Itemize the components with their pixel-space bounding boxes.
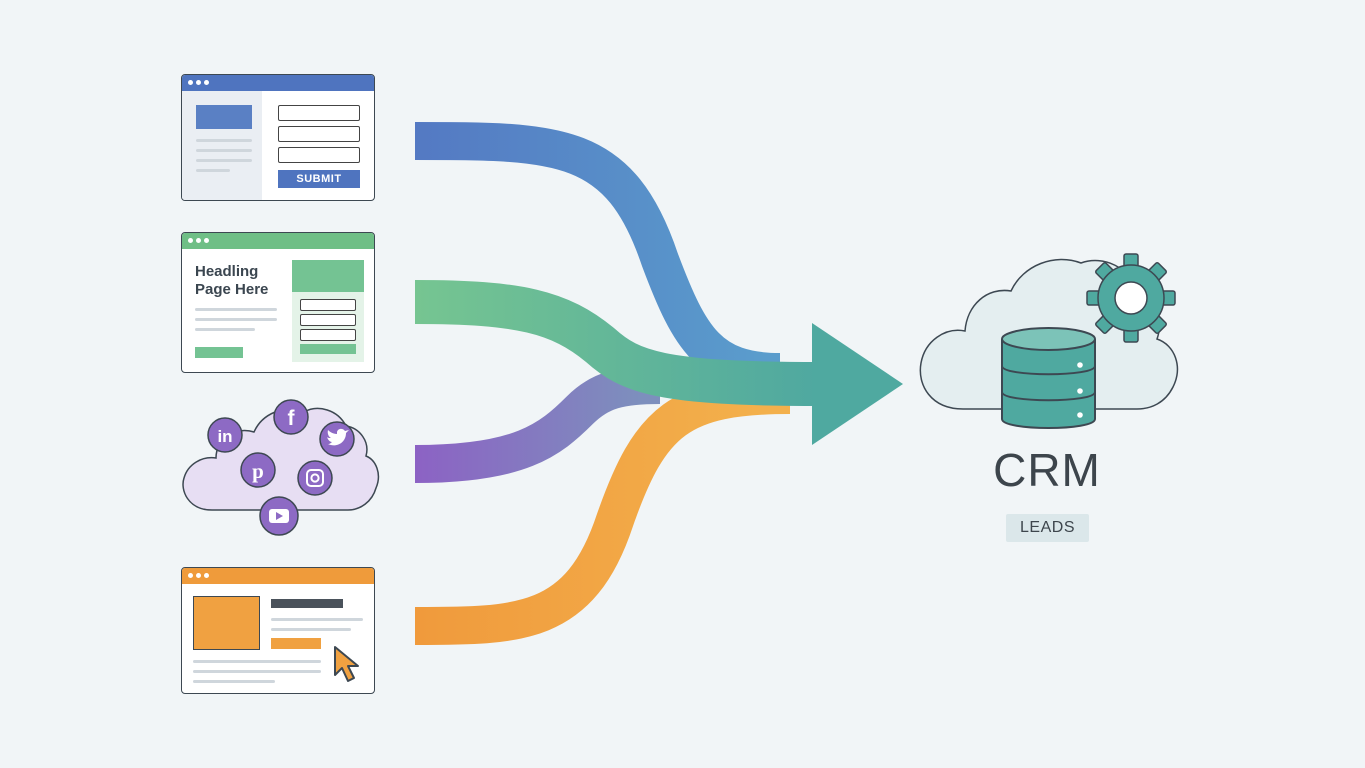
cta-button[interactable]: [195, 347, 243, 358]
window-title-bar: [182, 75, 374, 91]
web-form-window: SUBMIT: [181, 74, 375, 201]
window-control-dot: [196, 573, 201, 578]
green-stream: [414, 280, 821, 406]
form-input-field[interactable]: [300, 314, 356, 326]
submit-button[interactable]: SUBMIT: [278, 170, 360, 188]
form-input-field[interactable]: [278, 126, 360, 142]
window-control-dot: [196, 238, 201, 243]
text-line: [196, 159, 252, 162]
window-control-dot: [204, 573, 209, 578]
form-submit-button[interactable]: [300, 344, 356, 354]
window-control-dot: [204, 238, 209, 243]
window-control-dot: [196, 80, 201, 85]
text-line: [193, 660, 321, 663]
purple-stream: [414, 366, 661, 483]
text-line: [193, 670, 321, 673]
text-line: [196, 139, 252, 142]
form-input-field[interactable]: [300, 329, 356, 341]
form-header-block: [292, 260, 364, 292]
blue-stream: [414, 122, 781, 391]
text-line: [195, 328, 255, 331]
text-line: [195, 308, 277, 311]
youtube-icon: [259, 496, 299, 536]
linkedin-icon: in: [207, 417, 243, 453]
window-title-bar: [182, 568, 374, 584]
flow-arrowhead: [812, 323, 903, 445]
social-media-cloud: in f p: [182, 399, 380, 536]
database-icon: [1001, 327, 1096, 429]
window-control-dot: [188, 573, 193, 578]
twitter-icon: [319, 421, 355, 457]
gear-icon: [1086, 253, 1176, 343]
ad-page-window: [181, 567, 375, 694]
ad-cta-button[interactable]: [271, 638, 321, 649]
window-control-dot: [188, 238, 193, 243]
svg-text:f: f: [288, 407, 296, 430]
form-image-block: [196, 105, 252, 129]
form-input-field[interactable]: [278, 105, 360, 121]
instagram-icon: [297, 460, 333, 496]
orange-stream: [414, 376, 791, 645]
headline-line: Page Here: [195, 281, 269, 298]
text-line: [196, 149, 252, 152]
window-control-dot: [188, 80, 193, 85]
text-line: [271, 628, 351, 631]
window-title-bar: [182, 233, 374, 249]
text-line: [195, 318, 277, 321]
text-line: [271, 618, 363, 621]
crm-title: CRM: [993, 444, 1101, 496]
facebook-icon: f: [273, 399, 309, 435]
headline-line: Headling: [195, 263, 259, 280]
window-control-dot: [204, 80, 209, 85]
pinterest-icon: p: [240, 452, 276, 488]
cursor-icon: [334, 646, 359, 682]
svg-text:in: in: [217, 427, 232, 446]
ad-image-block: [193, 596, 260, 650]
crm-cloud-graphic: [919, 253, 1179, 429]
landing-headline: Headling Page Here: [195, 263, 268, 299]
landing-page-window: Headling Page Here: [181, 232, 375, 373]
text-line: [196, 169, 230, 172]
text-line: [193, 680, 275, 683]
form-input-field[interactable]: [300, 299, 356, 311]
svg-text:p: p: [252, 459, 264, 483]
ad-heading-block: [271, 599, 343, 608]
form-input-field[interactable]: [278, 147, 360, 163]
leads-badge: LEADS: [1006, 514, 1089, 542]
